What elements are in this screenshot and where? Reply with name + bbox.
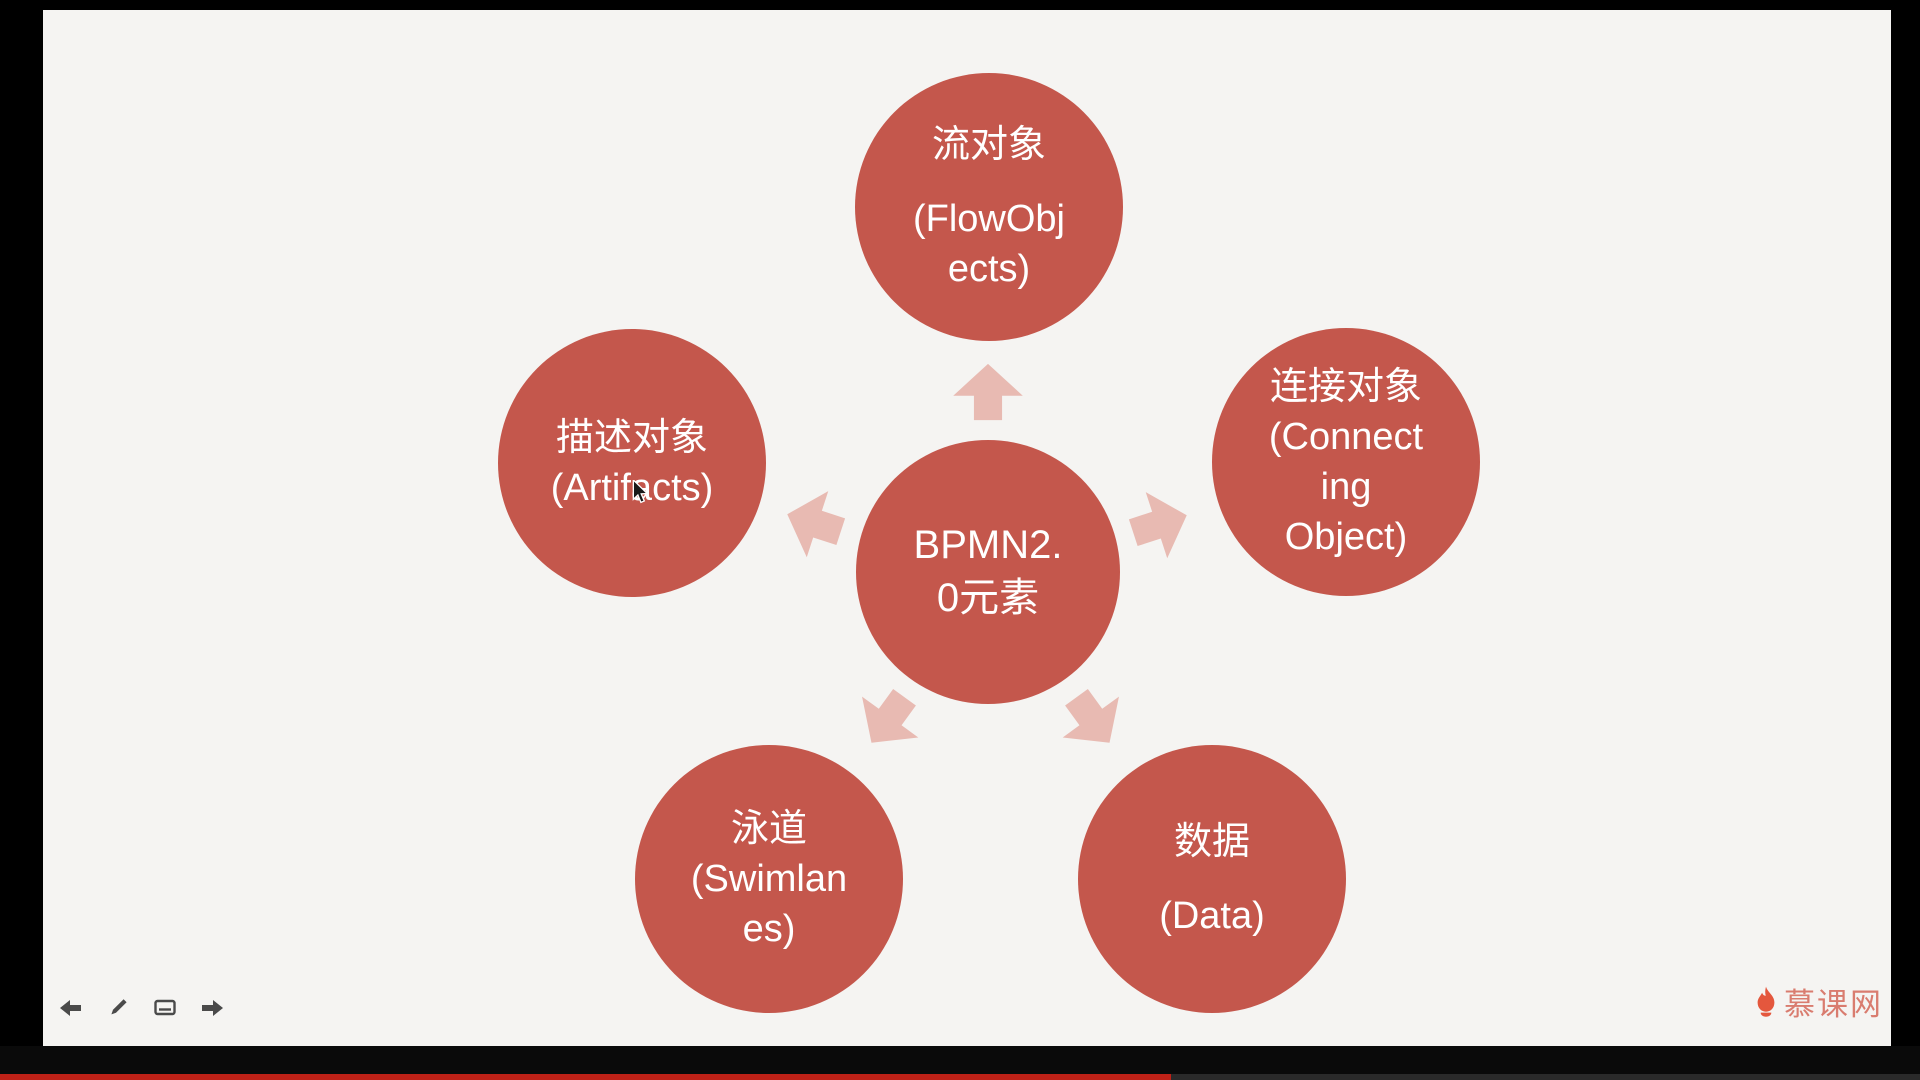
node-label-en: (FlowObj ects) (912, 197, 1066, 291)
annotate-pencil-button[interactable] (104, 996, 132, 1020)
center-node-label: BPMN2. 0元素 (913, 523, 1063, 620)
node-label-zh: 流对象 (931, 123, 1046, 166)
node-label-en: (Swimlan es) (690, 857, 848, 951)
board-eraser-button[interactable] (151, 996, 179, 1020)
diverging-arrow-right-icon (1128, 492, 1187, 559)
node-label-en: (Data) (1159, 895, 1265, 937)
node-label-zh: 泳道 (730, 807, 807, 850)
diagram-node-artifacts: 描述对象 (Artifacts) (498, 329, 766, 597)
board-eraser-icon (154, 999, 176, 1016)
previous-arrow-icon (60, 1000, 81, 1016)
next-arrow-icon (202, 1000, 223, 1016)
previous-button[interactable] (57, 996, 85, 1020)
diagram-node-swimlanes: 泳道 (Swimlan es) (635, 745, 903, 1013)
video-bottom-bar (0, 1046, 1920, 1080)
diverging-arrow-up-icon (953, 363, 1023, 421)
diagram-node-data: 数据 (Data) (1078, 745, 1346, 1013)
video-progress-track[interactable] (0, 1074, 1920, 1080)
node-label-zh: 数据 (1173, 820, 1250, 863)
diverging-arrow-down-left-icon (862, 688, 919, 743)
diverging-arrow-down-right-icon (1062, 688, 1119, 743)
imooc-watermark: 慕课网 (1752, 979, 1883, 1024)
mouse-cursor (632, 480, 649, 504)
pencil-icon (111, 999, 127, 1015)
diagram-node-connecting-object: 连接对象 (Connect ing Object) (1212, 328, 1480, 596)
next-button[interactable] (198, 996, 226, 1020)
node-label-zh: 描述对象 (555, 416, 708, 459)
flame-logo-icon (1757, 986, 1775, 1017)
watermark-brand-text: 慕课网 (1784, 987, 1883, 1022)
presentation-slide: BPMN2. 0元素 流对象 (FlowObj ects) 连接对象 (Conn… (43, 10, 1891, 1046)
annotation-toolbar (57, 996, 226, 1020)
diagram-node-flow-objects: 流对象 (FlowObj ects) (855, 73, 1123, 341)
node-label-en: (Connect ing Object) (1268, 415, 1424, 559)
diagram-node-center: BPMN2. 0元素 (856, 440, 1120, 704)
node-label-en: (Artifacts) (550, 467, 714, 509)
video-progress-fill (0, 1074, 1172, 1080)
node-label-zh: 连接对象 (1269, 365, 1422, 408)
diverging-arrow-left-icon (787, 491, 846, 558)
